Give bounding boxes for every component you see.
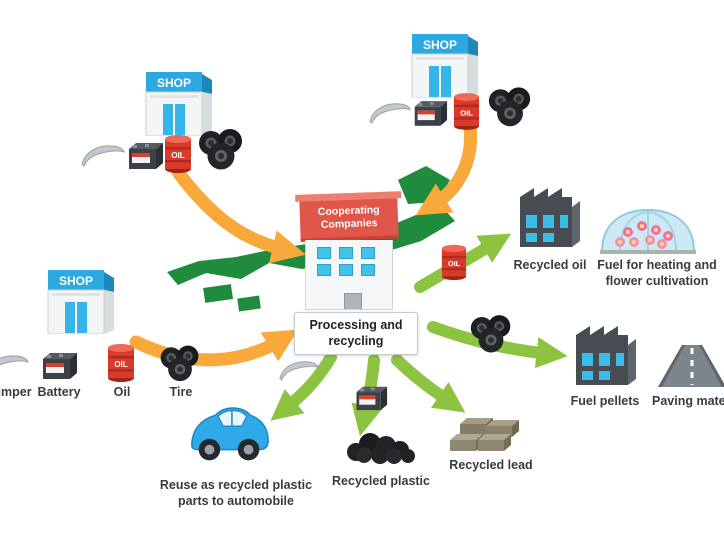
oil-barrel-icon-top-right — [453, 93, 480, 130]
label-reuse-automobile: Reuse as recycled plastic parts to autom… — [159, 478, 313, 508]
lead-bricks-icon — [450, 418, 519, 451]
car-icon — [191, 407, 269, 462]
battery-icon-left — [43, 353, 77, 379]
arrow-topleft-shop-to-center — [171, 165, 306, 264]
label-tire: Tire — [169, 385, 193, 399]
battery-icon-output-arrow — [356, 386, 388, 411]
oil-barrel-icon-left — [108, 344, 134, 382]
tires-icon-top-left — [199, 129, 242, 170]
arrow-topright-shop-to-center — [415, 113, 477, 216]
processing-label: Processing and recycling — [309, 318, 403, 349]
factory-icon-recycled-oil — [520, 188, 580, 247]
plastic-pile-icon — [347, 433, 415, 464]
bumper-icon-output-arrow — [279, 361, 319, 381]
building-windows — [306, 240, 392, 276]
label-oil: Oil — [113, 385, 131, 399]
label-battery: Battery — [37, 385, 81, 399]
building-roof-label: Cooperating Companies — [317, 204, 380, 231]
arrow-center-to-recycled-lead — [391, 354, 466, 413]
oil-barrel-icon-output-arrow — [441, 244, 467, 281]
battery-icon-top-right — [414, 101, 448, 126]
bumper-icon-top-left — [81, 145, 125, 167]
building-body — [305, 240, 393, 310]
road-icon — [656, 343, 724, 389]
label-fuel-pellets: Fuel pellets — [570, 394, 640, 408]
building-roof: Cooperating Companies — [299, 196, 399, 242]
battery-icon-top-left — [129, 143, 163, 169]
label-recycled-plastic: Recycled plastic — [332, 474, 430, 488]
cooperating-companies-building: Cooperating Companies — [299, 196, 399, 312]
processing-and-recycling-box: Processing and recycling — [294, 312, 418, 355]
bumper-icon-top-right — [369, 103, 411, 124]
tires-icon-top-right — [488, 87, 531, 127]
arrow-center-to-car — [270, 351, 337, 421]
building-door — [344, 293, 362, 309]
bumper-icon-left — [0, 355, 29, 377]
tires-icon-left — [160, 345, 199, 382]
shop-building-top-right — [411, 33, 479, 98]
shop-building-left — [47, 269, 115, 334]
tires-icon-output-arrow — [470, 315, 511, 353]
label-paving-material: Paving material — [652, 394, 724, 408]
label-recycled-oil: Recycled oil — [513, 258, 587, 272]
oil-barrel-icon-top-left — [165, 135, 191, 173]
greenhouse-icon — [599, 209, 697, 255]
label-fuel-heating: Fuel for heating and flower cultivation — [597, 258, 717, 288]
label-bumper: Bumper — [0, 385, 32, 399]
arrow-left-shop-to-center — [129, 329, 299, 367]
label-recycled-lead: Recycled lead — [449, 458, 533, 472]
shop-building-top-left — [145, 71, 213, 136]
factory-icon-fuel-pellets — [576, 326, 636, 385]
